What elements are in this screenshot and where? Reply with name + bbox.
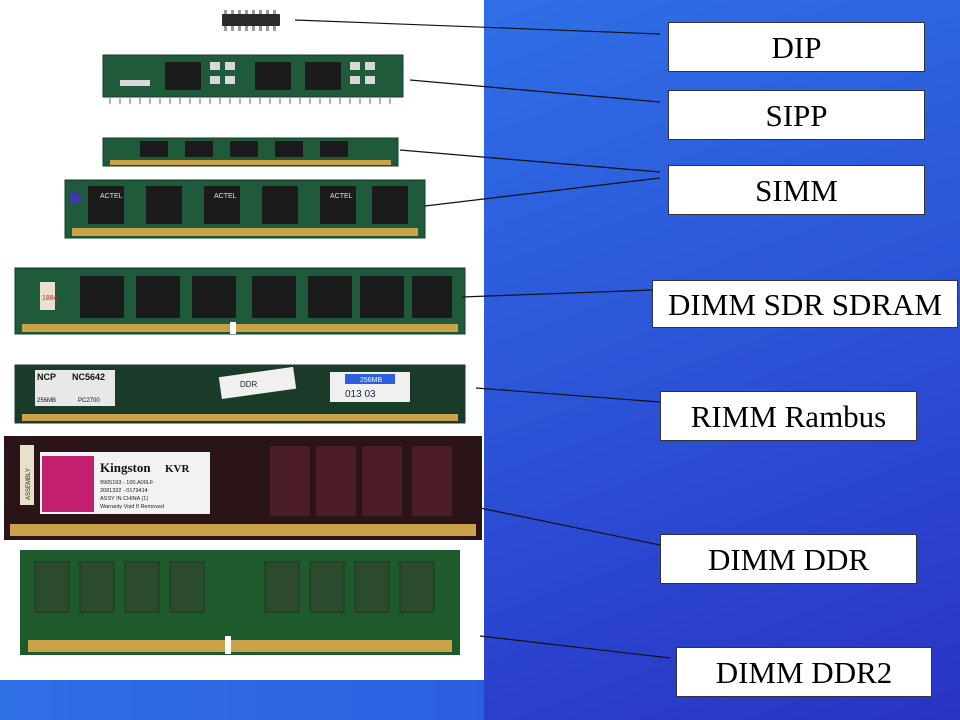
rimm-sticker-code: 013 03 [345, 389, 376, 400]
sdr-tag-label: 1884 [42, 295, 58, 302]
ddr-line-3: ASSY IN CHINA (1) [100, 496, 148, 502]
rimm-brand-label: NCP [37, 372, 56, 382]
rimm-model-label: NC5642 [72, 372, 105, 382]
ddr-brand-label: Kingston [100, 460, 151, 475]
rimm-module-image: NCP NC5642 256MB PC2700 DDR 256MB 013 03 [14, 364, 466, 424]
simm-chip-label: ACTEL [100, 193, 123, 200]
rimm-sticker-right: 256MB [360, 377, 383, 384]
label-dip: DIP [668, 22, 925, 72]
ddr-line-4: Warranty Void If Removed [100, 504, 164, 510]
rimm-size-label: 256MB [37, 398, 56, 404]
ddr-line-1: 9905193 - 100.A00LF [100, 480, 154, 486]
dimm-ddr-module-image: ASSEMBLY Kingston KVR 9905193 - 100.A00L… [4, 436, 482, 540]
rimm-speed-label: PC2700 [78, 398, 100, 404]
dip-chip-image [222, 10, 280, 31]
blue-bottom-strip [0, 680, 484, 720]
dimm-ddr2-module-image [4, 545, 482, 675]
rimm-sticker-mid: DDR [240, 380, 258, 389]
label-rimm-rambus: RIMM Rambus [660, 391, 917, 441]
connector-lines [294, 19, 671, 659]
ddr-side-label: ASSEMBLY [26, 468, 32, 500]
simm-chip-label: ACTEL [214, 193, 237, 200]
label-dimm-sdr-sdram: DIMM SDR SDRAM [652, 280, 958, 328]
label-simm: SIMM [668, 165, 925, 215]
sipp-module-image [102, 54, 404, 104]
label-sipp: SIPP [668, 90, 925, 140]
label-dimm-ddr: DIMM DDR [660, 534, 917, 584]
ddr-line-2: 2081332 - 0179414 [100, 488, 148, 494]
dimm-sdr-module-image: 1884 [14, 267, 466, 335]
simm-chip-label: ACTEL [330, 193, 353, 200]
ddr-series-label: KVR [165, 463, 191, 475]
simm-30pin-module-image [102, 137, 399, 167]
label-dimm-ddr2: DIMM DDR2 [676, 647, 932, 697]
simm-72pin-module-image: ACTEL ACTEL ACTEL [64, 179, 426, 239]
